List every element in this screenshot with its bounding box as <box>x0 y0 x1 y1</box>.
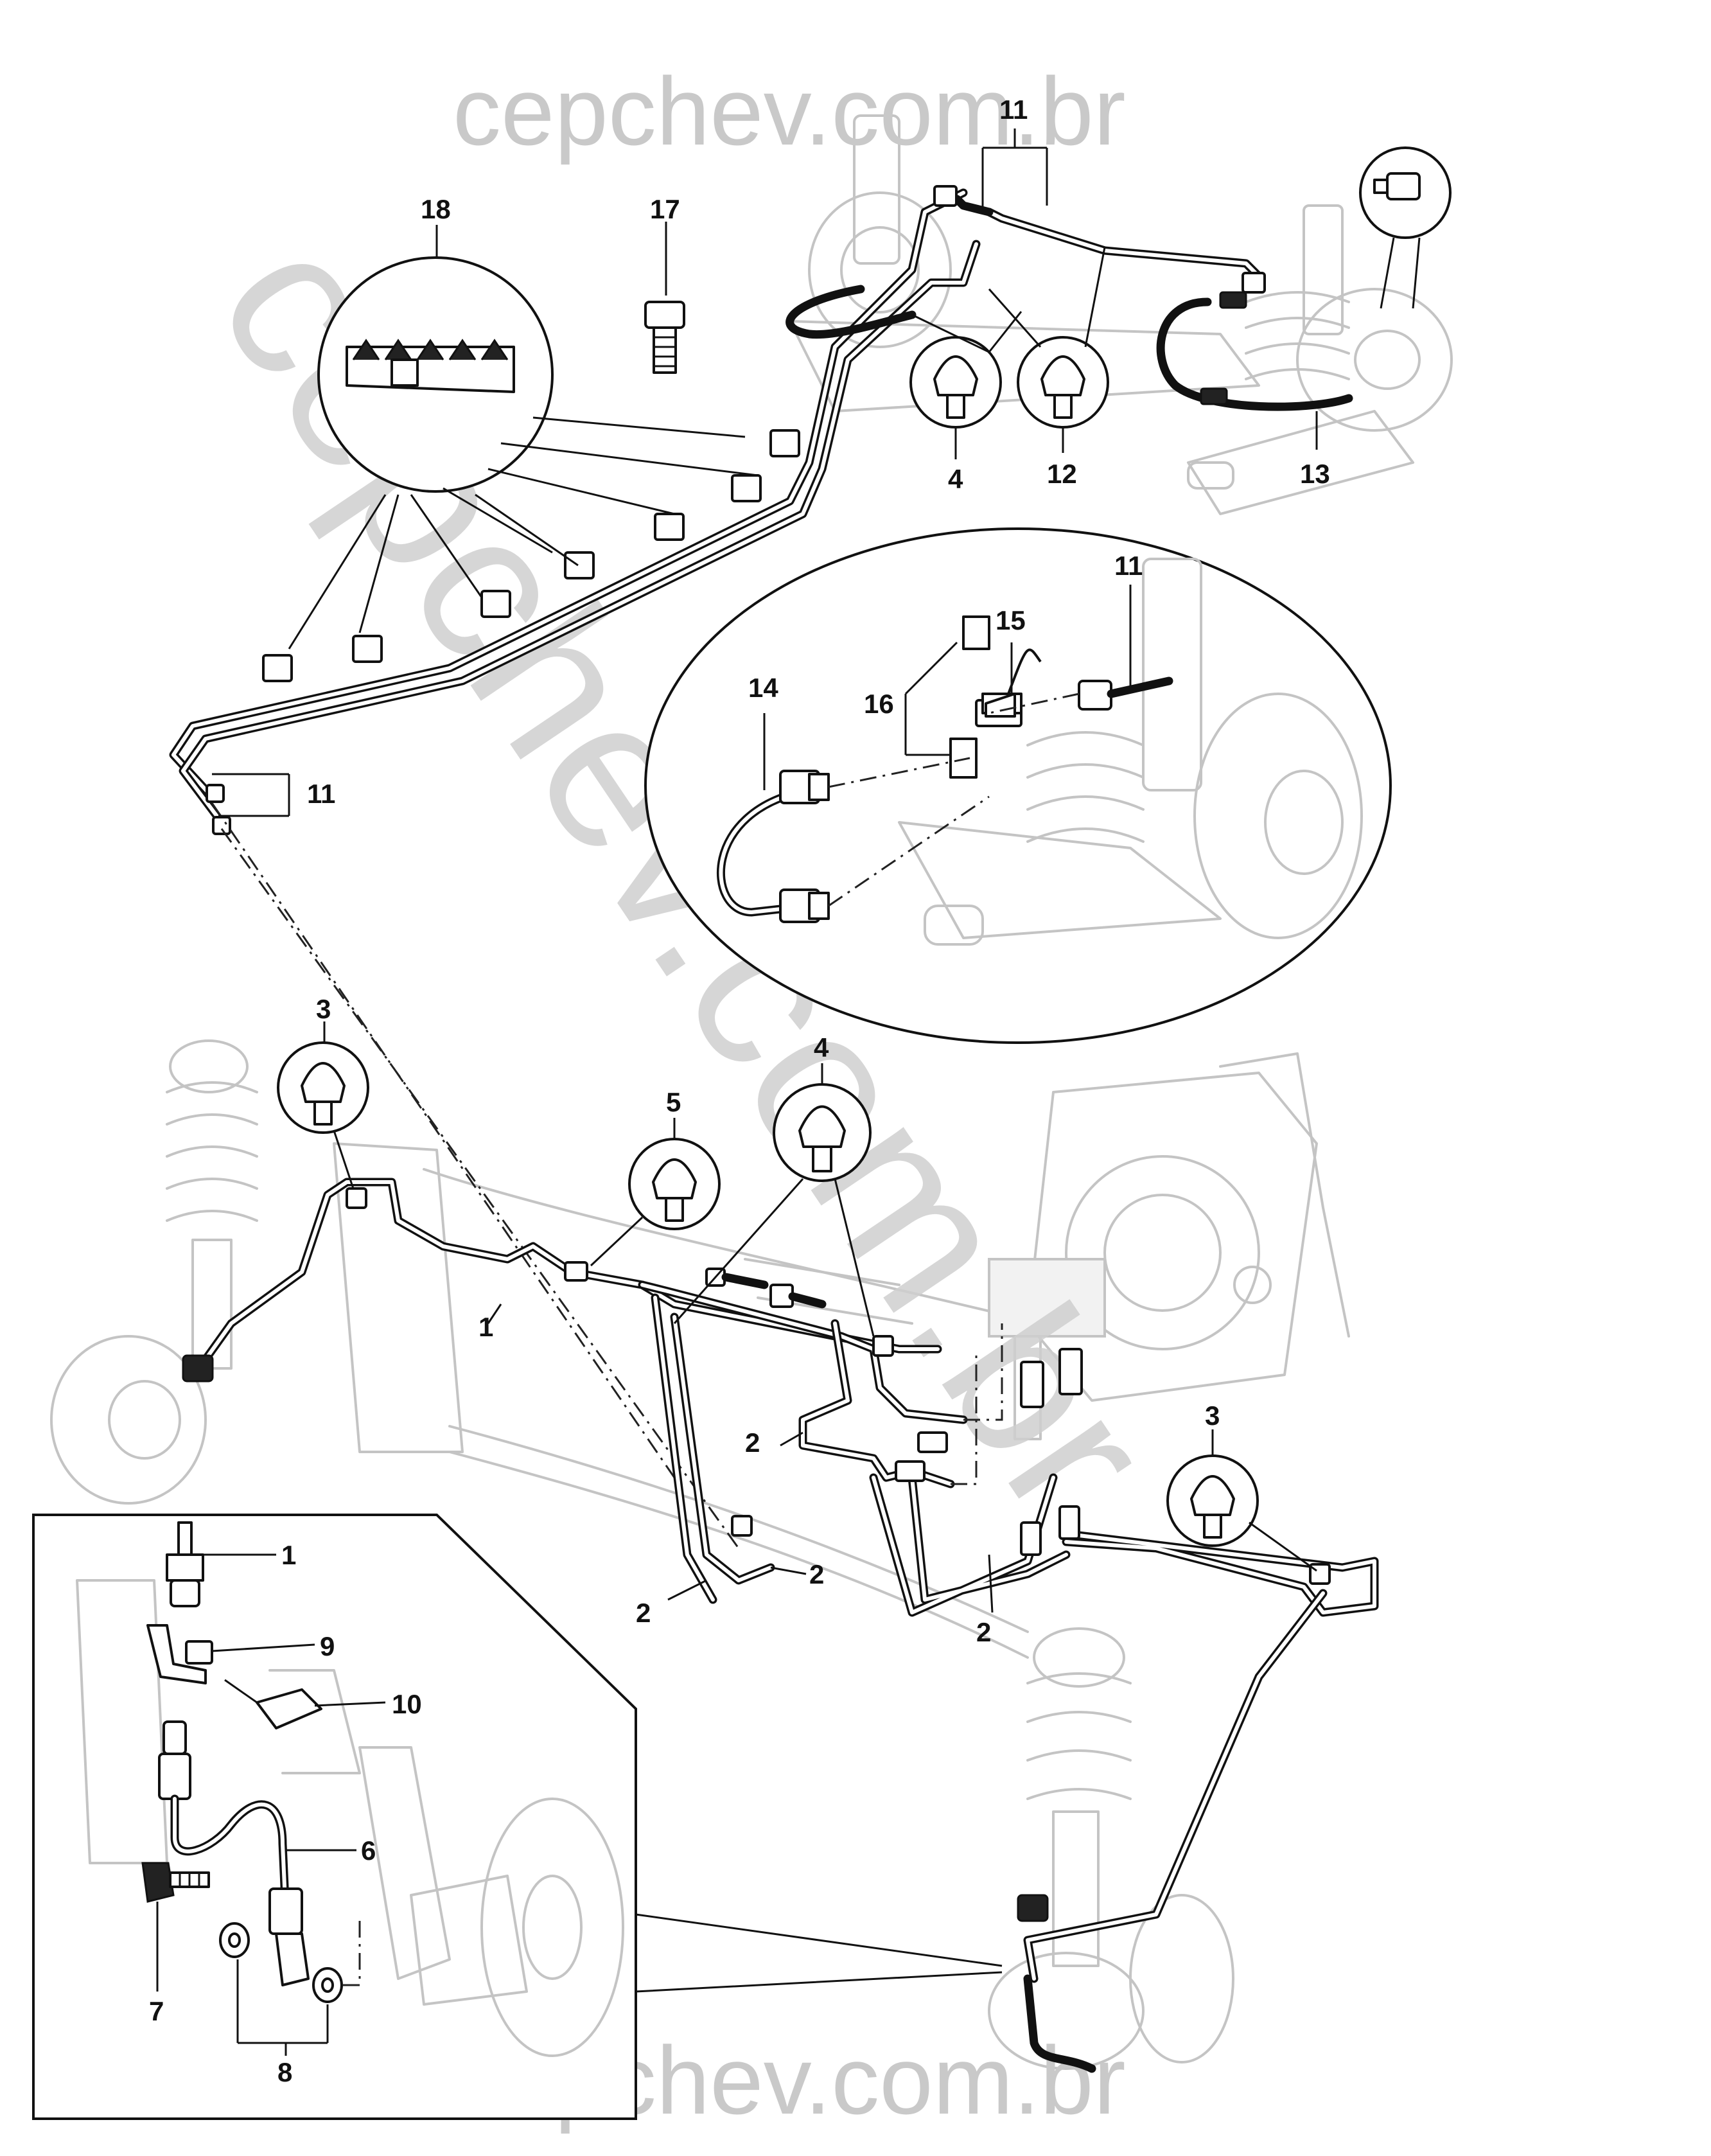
ghost-rear-suspension <box>789 114 1453 515</box>
clip-strip-magnifier <box>288 256 759 649</box>
callout-3-front-left: 3 <box>316 994 331 1024</box>
master-cylinder-studs <box>951 1323 1083 1485</box>
callout-11-ellipse: 11 <box>1114 551 1143 581</box>
callout-7: 7 <box>149 1996 164 2026</box>
callout-17: 17 <box>650 194 680 224</box>
front-pipe-fittings <box>182 1187 1331 1922</box>
callout-4-front: 4 <box>814 1032 829 1063</box>
ghost-front-right-strut <box>988 1627 1234 2070</box>
callout-2-d: 2 <box>976 1617 991 1647</box>
ghost-booster-master-cylinder <box>988 1052 1350 1440</box>
callout-18: 18 <box>421 194 451 224</box>
callout-2-a: 2 <box>745 1427 760 1458</box>
rear-brake-pipes <box>169 188 1263 827</box>
clip-5 <box>590 1138 721 1267</box>
callout-14: 14 <box>748 673 778 703</box>
callout-2-c: 2 <box>636 1598 651 1628</box>
callout-2-b: 2 <box>809 1559 824 1589</box>
dash-rear-to-front <box>211 802 740 1549</box>
ghost-front-left-strut <box>50 1039 464 1505</box>
clip-3-front-left <box>277 1041 369 1189</box>
callout-13: 13 <box>1300 459 1330 489</box>
callout-11-top: 11 <box>999 94 1028 125</box>
callout-9: 9 <box>320 1631 335 1661</box>
callout-leaders <box>156 128 1318 2056</box>
rear-pipe-clips <box>262 429 800 682</box>
callout-1-inset: 1 <box>281 1540 296 1570</box>
callout-labels: 11 18 17 4 12 13 11 11 15 14 16 3 5 4 1 … <box>149 94 1330 2087</box>
clip-12-rear <box>988 247 1109 429</box>
clip-4-front <box>673 1083 875 1337</box>
bolt-17 <box>644 301 685 374</box>
callout-15: 15 <box>996 605 1026 635</box>
rear-hose-detail-ellipse <box>644 527 1392 1044</box>
bleeder-magnifier <box>1359 146 1452 309</box>
clip-3-front-right <box>1166 1454 1317 1572</box>
front-hose-inset <box>32 1514 1003 2120</box>
front-brake-pipes <box>195 1178 1379 2073</box>
callout-3-front-right: 3 <box>1205 1401 1220 1431</box>
clip-4-rear <box>909 311 1022 429</box>
callout-8: 8 <box>277 2057 292 2087</box>
callout-6: 6 <box>361 1835 376 1866</box>
rear-pipe-end-fittings <box>206 185 1266 835</box>
callout-11-rear-left: 11 <box>307 779 335 809</box>
callout-16: 16 <box>864 689 894 719</box>
callout-12: 12 <box>1047 459 1077 489</box>
callout-10: 10 <box>392 1689 422 1719</box>
callout-4-rear: 4 <box>948 464 963 494</box>
callout-5: 5 <box>666 1087 681 1117</box>
callout-1: 1 <box>478 1312 493 1342</box>
front-bolts <box>705 1268 827 1309</box>
rear-hoses <box>785 285 1353 411</box>
